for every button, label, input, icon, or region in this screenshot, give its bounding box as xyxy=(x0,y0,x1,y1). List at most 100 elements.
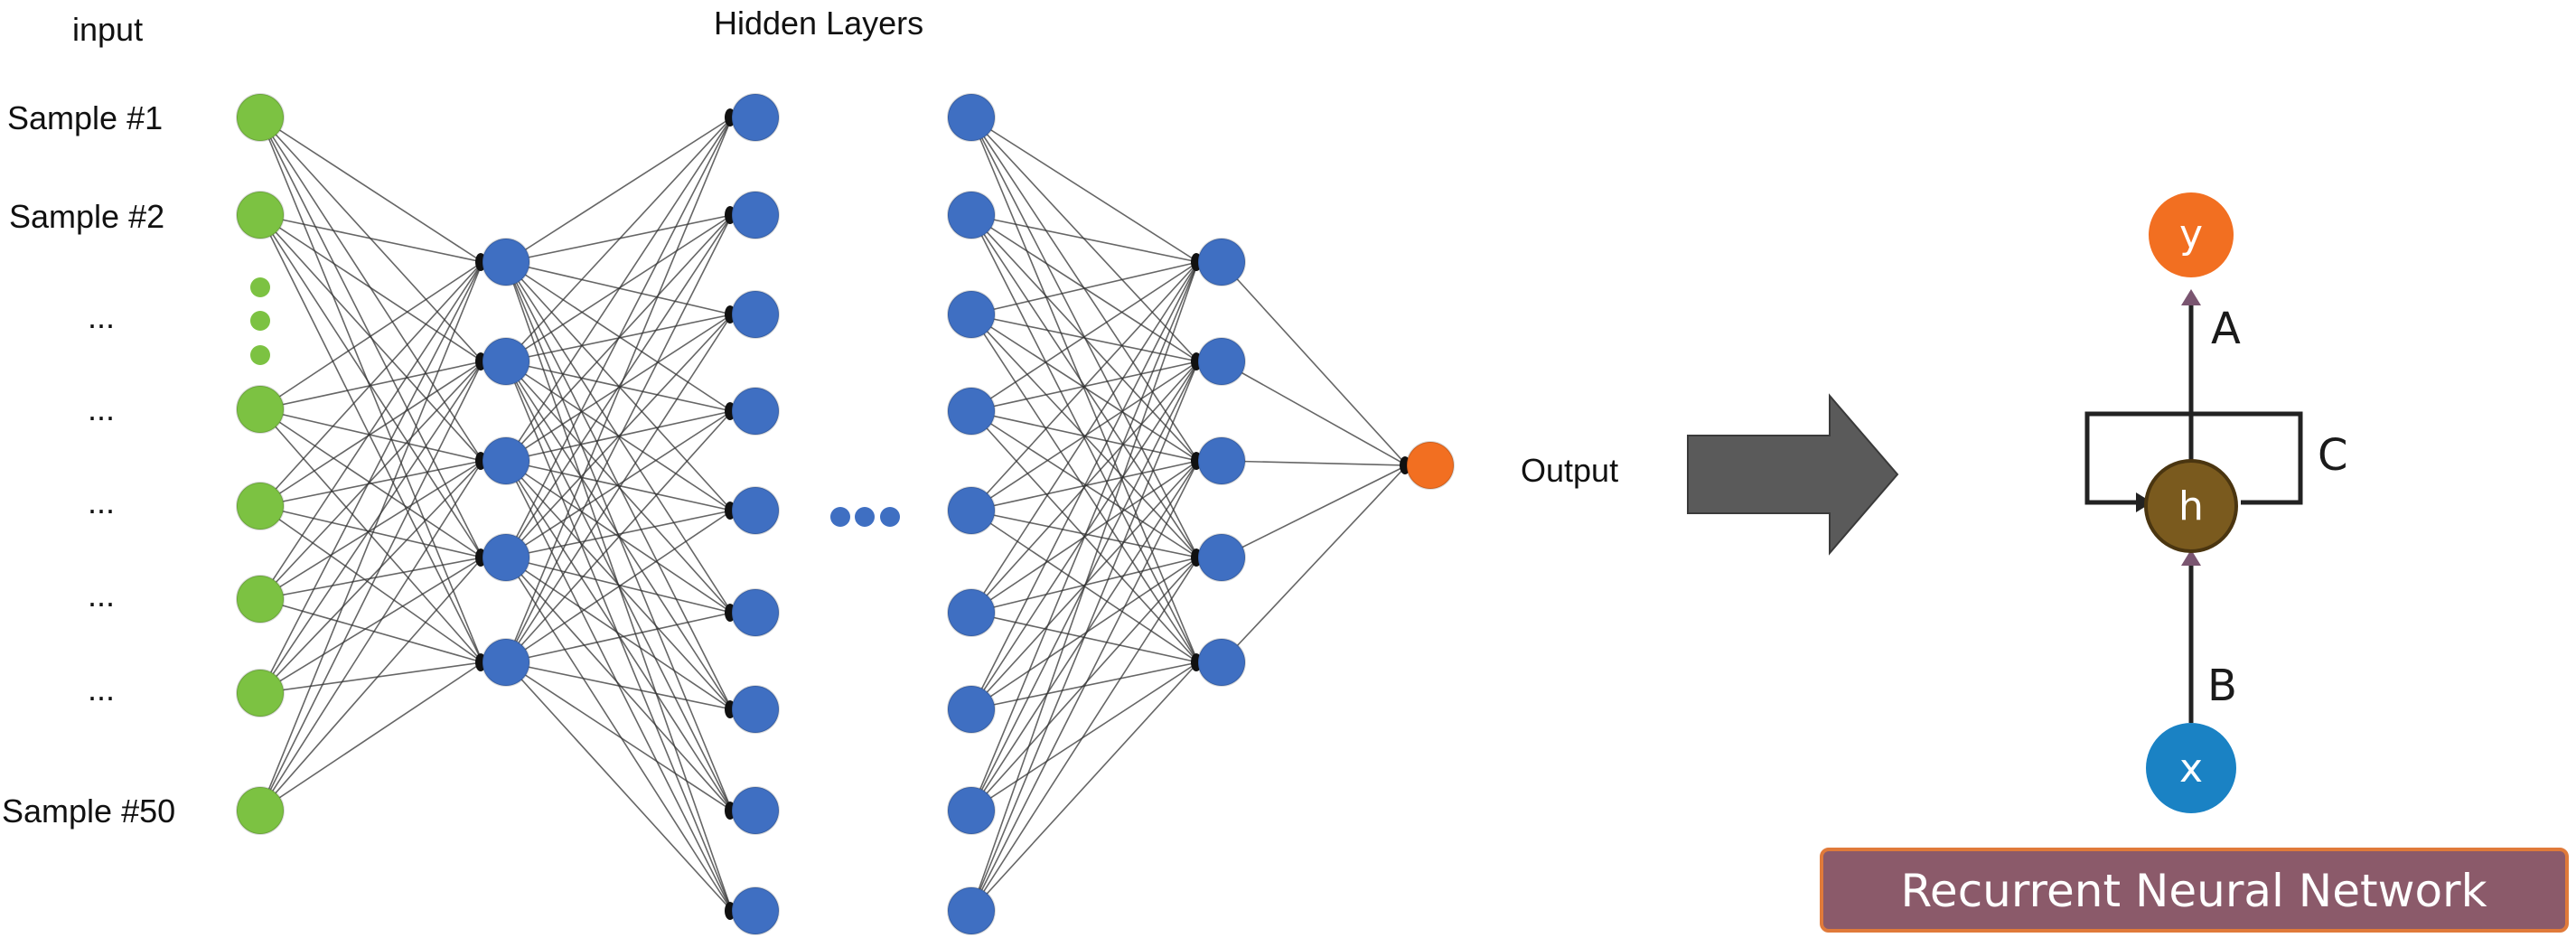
connection-line xyxy=(259,361,483,507)
connection-line xyxy=(505,661,733,710)
hidden-ellipsis-dot xyxy=(880,507,900,527)
hidden-node xyxy=(731,588,780,637)
input-node xyxy=(236,191,285,239)
hidden-node xyxy=(731,387,780,436)
connection-line xyxy=(259,261,483,694)
output-node xyxy=(1406,441,1455,490)
hidden-node xyxy=(947,93,996,142)
connection-line xyxy=(259,214,483,558)
input-node xyxy=(236,786,285,835)
connection-line xyxy=(259,505,483,663)
input-ellipsis-dot xyxy=(250,345,270,365)
output-label: Output xyxy=(1521,452,1618,489)
connection-line xyxy=(259,557,483,600)
network-connections xyxy=(259,117,1408,912)
connection-line xyxy=(970,510,1199,558)
rnn-banner-text: Recurrent Neural Network xyxy=(1900,865,2487,917)
connection-line xyxy=(505,510,733,558)
hidden-node xyxy=(947,786,996,835)
connection-line xyxy=(1221,361,1408,466)
label-b: B xyxy=(2207,661,2237,711)
hidden-node xyxy=(731,93,780,142)
connection-line xyxy=(505,557,733,710)
hidden-node xyxy=(482,238,530,286)
rnn-diagram: y h x A C B Recurrent Neural Network xyxy=(1820,192,2569,933)
connection-line xyxy=(970,261,1199,811)
connection-line xyxy=(1221,464,1408,558)
hidden-node xyxy=(482,533,530,582)
hidden-node xyxy=(1197,436,1246,485)
transition-arrow-icon xyxy=(1687,393,1899,556)
connection-line xyxy=(505,661,733,811)
hidden-node xyxy=(731,786,780,835)
hidden-node xyxy=(1197,238,1246,286)
connection-line xyxy=(505,612,733,663)
connection-line xyxy=(970,557,1199,710)
hidden-node xyxy=(731,191,780,239)
recurrent-loop xyxy=(2084,411,2303,505)
connection-line xyxy=(970,361,1199,912)
hidden-node xyxy=(947,486,996,535)
connection-line xyxy=(259,661,483,811)
connection-line xyxy=(970,460,1199,912)
connection-line xyxy=(970,661,1199,912)
connection-line xyxy=(1221,261,1408,466)
connection-line xyxy=(505,314,733,558)
connection-line xyxy=(505,214,733,663)
connection-line xyxy=(505,314,733,462)
connection-line xyxy=(970,261,1199,912)
connection-line xyxy=(505,117,733,663)
connection-line xyxy=(505,410,733,663)
hidden-node xyxy=(482,337,530,386)
connection-line xyxy=(259,361,483,600)
connection-line xyxy=(505,314,733,663)
connection-line xyxy=(505,557,733,912)
connection-line xyxy=(505,117,733,362)
connection-line xyxy=(505,214,733,558)
connection-line xyxy=(970,661,1199,811)
connection-line xyxy=(259,214,483,462)
row-label-sample-1: Sample #1 xyxy=(7,99,163,136)
connection-line xyxy=(970,557,1199,811)
row-label-sample-50: Sample #50 xyxy=(2,792,175,830)
connection-line xyxy=(970,261,1199,412)
connection-line xyxy=(259,460,483,600)
hidden-node xyxy=(947,191,996,239)
rnn-node-x-label: x xyxy=(2179,745,2203,792)
hidden-ellipsis-dot xyxy=(855,507,875,527)
rnn-node-y-label: y xyxy=(2179,211,2203,258)
connection-line xyxy=(259,214,483,263)
connection-line xyxy=(970,261,1199,315)
connection-line xyxy=(970,214,1199,263)
row-label-ellipsis: ... xyxy=(88,483,115,520)
rnn-node-h-label: h xyxy=(2178,483,2204,530)
rnn-node-x xyxy=(2146,723,2236,813)
connection-line xyxy=(259,460,483,811)
hidden-layers-title: Hidden Layers xyxy=(714,5,923,42)
input-node xyxy=(236,482,285,530)
hidden-ellipsis-dot xyxy=(830,507,850,527)
connection-line xyxy=(259,117,483,462)
connection-line xyxy=(259,557,483,811)
loop-arrowhead-icon xyxy=(2136,492,2152,512)
connection-line xyxy=(970,261,1199,710)
connection-line xyxy=(259,261,483,600)
hidden-node xyxy=(1197,638,1246,687)
hidden-node xyxy=(947,588,996,637)
connection-line xyxy=(970,214,1199,663)
input-node xyxy=(236,669,285,717)
connection-line xyxy=(259,261,483,811)
connection-line xyxy=(970,314,1199,663)
hidden-node xyxy=(1197,533,1246,582)
row-label-ellipsis: ... xyxy=(88,298,115,335)
connection-line xyxy=(259,214,483,362)
connection-line xyxy=(505,361,733,614)
input-node xyxy=(236,93,285,142)
connection-line xyxy=(259,460,483,507)
network-nodes xyxy=(236,93,1455,935)
connection-line xyxy=(259,261,483,507)
connection-line xyxy=(505,661,733,912)
rnn-node-h xyxy=(2144,459,2238,553)
row-label-ellipsis: ... xyxy=(88,577,115,614)
